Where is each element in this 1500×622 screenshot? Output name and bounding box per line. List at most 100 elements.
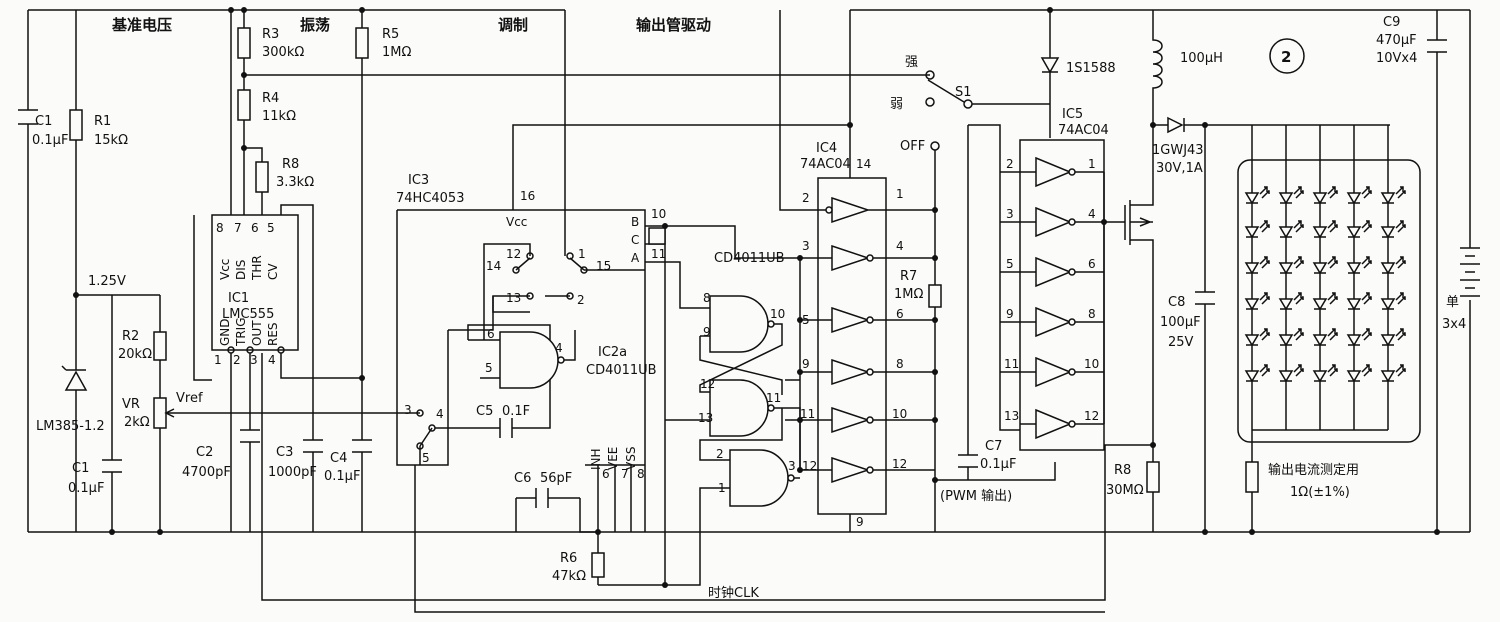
ic1-lmc555 [211, 214, 299, 351]
junction [1202, 529, 1208, 535]
ic1-pin-6: 6 [251, 221, 259, 235]
gate-bubble [1068, 168, 1076, 176]
ic4-out-10: 10 [892, 407, 907, 421]
ic1-pin-names: Vcc DIS THR CV GND TRIG OUT RES [218, 255, 280, 347]
ic4-in-5: 5 [802, 313, 810, 327]
ic1-pin-4: 4 [268, 353, 276, 367]
ic4-ref: IC4 [816, 141, 837, 156]
measure-resistor [1245, 461, 1259, 493]
junction [157, 529, 163, 535]
r2-ref: R2 [122, 329, 139, 344]
lm385-zener [61, 365, 88, 391]
ic1-out: OUT [250, 320, 264, 346]
led-light-arrow [1395, 364, 1406, 377]
led-light-arrow [1259, 186, 1270, 199]
l1-label: 100μH [1180, 51, 1223, 66]
junction [932, 255, 938, 261]
ic5-hex-inverter [1019, 139, 1105, 451]
led-light-arrow [1395, 328, 1406, 341]
led [1380, 334, 1396, 347]
junction [662, 223, 668, 229]
c3-value: 1000pF [268, 465, 317, 480]
gate-bubble [557, 356, 565, 364]
led-light-arrow [1259, 220, 1270, 233]
junction [1150, 442, 1156, 448]
gate-bubble [1068, 268, 1076, 276]
r2-resistor [153, 331, 167, 361]
ic3-pin-15: 15 [596, 259, 611, 273]
ic3-part: 74HC4053 [396, 191, 464, 206]
r8-out-value: 30MΩ [1106, 483, 1144, 498]
c8-voltage: 25V [1168, 335, 1194, 350]
d1-label: 1S1588 [1066, 61, 1116, 76]
led-light-arrow [1361, 328, 1372, 341]
wire [515, 464, 645, 585]
led-light-arrow [1361, 220, 1372, 233]
ic3-switch-2 [545, 10, 645, 297]
led [1278, 370, 1294, 383]
clk-label: 时钟CLK [708, 585, 759, 601]
figure-number-circle [1269, 38, 1305, 74]
measure-value: 1Ω(±1%) [1290, 485, 1350, 500]
vr-potentiometer [153, 397, 167, 429]
ic2a-part: CD4011UB [586, 363, 657, 378]
nand-pin-2: 2 [716, 447, 724, 461]
c1-bottom-ref: C1 [72, 461, 89, 476]
ic4-out-8: 8 [896, 357, 904, 371]
led [1380, 370, 1396, 383]
wire [968, 124, 1020, 431]
ic1-pin-5: 5 [267, 221, 275, 235]
ic4-in-9: 9 [802, 357, 810, 371]
ic2a-vee: VEE [606, 447, 620, 470]
led [1278, 226, 1294, 239]
measure-label: 输出电流测定用 [1268, 462, 1359, 478]
ic4-out-12: 12 [892, 457, 907, 471]
gate-bubble [1068, 218, 1076, 226]
junction [1249, 529, 1255, 535]
ic5-out-4: 4 [1088, 207, 1096, 221]
r5-resistor [355, 27, 369, 59]
led-light-arrow [1259, 328, 1270, 341]
ic4-inverters [800, 196, 935, 484]
switch-contact [566, 252, 574, 260]
led-light-arrow [1259, 292, 1270, 305]
ic4-out-1: 1 [896, 187, 904, 201]
led-array-box [1237, 159, 1421, 443]
gate-bubble [1068, 318, 1076, 326]
ic2a-supply-labels: INH VEE VSS [589, 447, 638, 470]
led [1312, 262, 1328, 275]
wire [468, 330, 576, 379]
led [1346, 226, 1362, 239]
led [1312, 226, 1328, 239]
ic3-pin9-box [648, 227, 666, 245]
ic2a-out-4: 4 [555, 341, 563, 355]
d2-part: 1GWJ43 [1152, 143, 1204, 158]
led [1278, 262, 1294, 275]
c9-symbol [1427, 39, 1447, 53]
vref-label: Vref [176, 391, 203, 406]
r8-out-resistor [1146, 461, 1160, 493]
ic3-pin-12: 12 [506, 247, 521, 261]
v125-label: 1.25V [88, 274, 126, 289]
ic3-pin-13: 13 [506, 291, 521, 305]
ic4-in-11: 11 [800, 407, 815, 421]
led [1380, 192, 1396, 205]
led-light-arrow [1361, 256, 1372, 269]
c1-top-symbol [18, 109, 38, 125]
led-light-arrow [1327, 220, 1338, 233]
gate-bubble [767, 320, 775, 328]
r4-value: 11kΩ [262, 109, 296, 124]
c5-symbol [499, 418, 513, 438]
ic3-pin-5: 5 [422, 451, 430, 465]
wire [779, 10, 851, 532]
led [1380, 298, 1396, 311]
ic3-pin-10: 10 [651, 207, 666, 221]
junction [1202, 122, 1208, 128]
ic1-pin-2: 2 [233, 353, 241, 367]
figure-number: 2 [1281, 48, 1291, 66]
ic3-pin-14: 14 [486, 259, 501, 273]
ic4-part: 74AC04 [800, 157, 851, 172]
c1-bottom-symbol [102, 459, 122, 473]
ic4-hex-inverter [817, 177, 887, 515]
r7-resistor [928, 284, 942, 308]
